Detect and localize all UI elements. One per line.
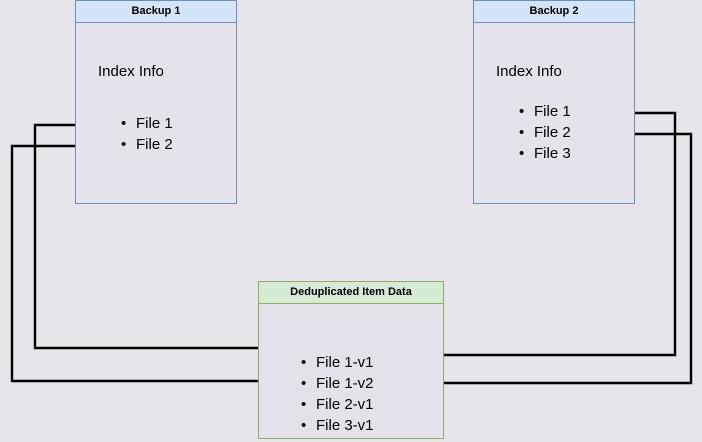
list-item: File 1-v2 <box>301 373 374 394</box>
backup1-body: Index Info File 1 File 2 <box>76 23 236 203</box>
list-item: File 3-v1 <box>301 415 374 436</box>
list-item: File 1 <box>121 113 173 134</box>
list-item: File 3 <box>519 143 571 164</box>
dedup-body: File 1-v1 File 1-v2 File 2-v1 File 3-v1 <box>259 304 443 438</box>
list-item: File 1-v1 <box>301 352 374 373</box>
list-item: File 2 <box>121 134 173 155</box>
dedup-title: Deduplicated Item Data <box>259 282 443 304</box>
backup2-body: Index Info File 1 File 2 File 3 <box>474 23 634 203</box>
backup2-node[interactable]: Backup 2 Index Info File 1 File 2 File 3 <box>473 0 635 204</box>
dedup-file-list: File 1-v1 File 1-v2 File 2-v1 File 3-v1 <box>301 352 374 436</box>
backup1-index-info-label: Index Info <box>98 63 164 80</box>
backup1-title: Backup 1 <box>76 1 236 23</box>
backup2-index-info-label: Index Info <box>496 63 562 80</box>
list-item: File 2 <box>519 122 571 143</box>
list-item: File 1 <box>519 101 571 122</box>
list-item: File 2-v1 <box>301 394 374 415</box>
backup1-node[interactable]: Backup 1 Index Info File 1 File 2 <box>75 0 237 204</box>
backup1-file-list: File 1 File 2 <box>121 113 173 155</box>
backup2-file-list: File 1 File 2 File 3 <box>519 101 571 164</box>
backup2-title: Backup 2 <box>474 1 634 23</box>
deduplicated-item-data-node[interactable]: Deduplicated Item Data File 1-v1 File 1-… <box>258 281 444 439</box>
